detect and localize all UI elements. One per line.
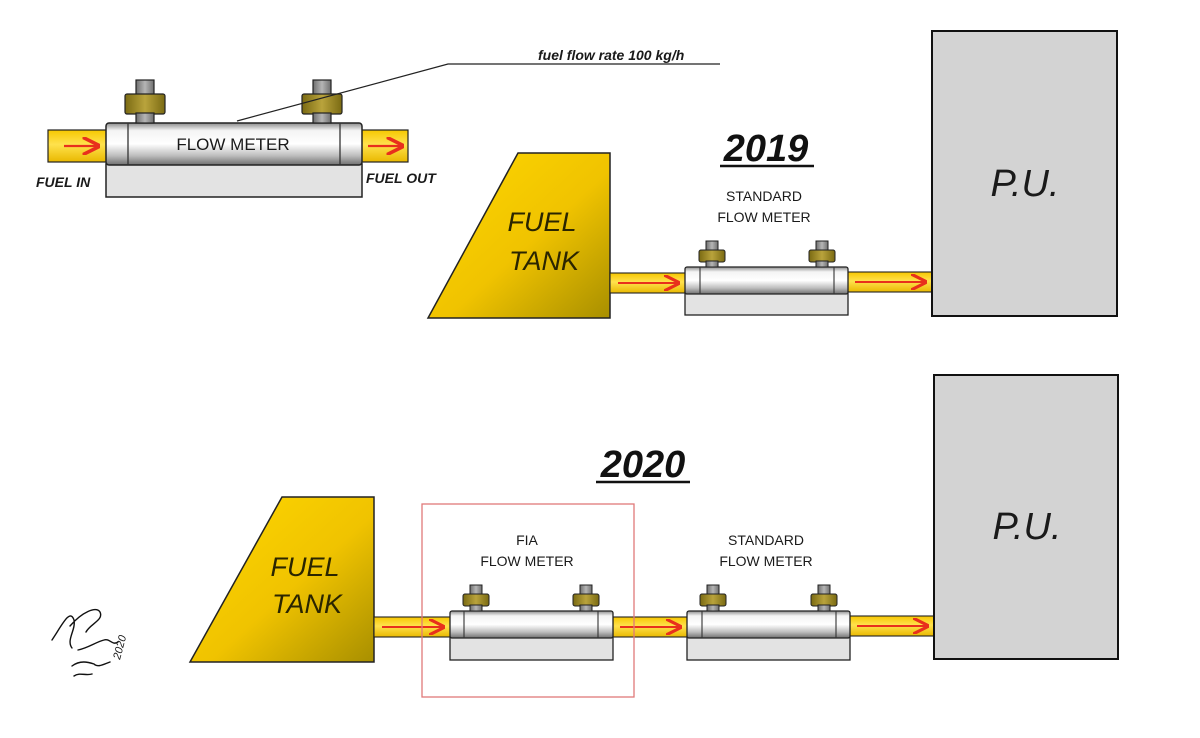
year-2020-label: 2020: [600, 444, 686, 486]
fia-flow-meter: [449, 584, 614, 661]
signature-year: 2020: [111, 633, 129, 662]
standard-flow-meter-2019: [684, 240, 849, 316]
fuel-tank-2019: [426, 152, 611, 319]
fuel-tank-2019-line1: FUEL: [507, 207, 576, 237]
section-2020: 2020 FUEL TANK FIA FLOW METER: [188, 374, 1119, 698]
bolt-fia-right: [572, 584, 600, 612]
legend-callout-leader: [236, 63, 720, 122]
section-2019: 2019 FUEL TANK STANDARD FLOW METER: [426, 30, 1118, 319]
fia-meter-line2: FLOW METER: [480, 553, 573, 569]
legend-bolt-left: [124, 79, 166, 124]
signature-scribble: [51, 608, 119, 677]
bolt-fia-left: [462, 584, 490, 612]
fia-highlight-box: [421, 503, 635, 698]
standard-meter-2019-line1: STANDARD: [726, 188, 802, 204]
legend-fuel-out-label: FUEL OUT: [366, 170, 437, 186]
fia-meter-line1: FIA: [516, 532, 538, 548]
fuel-tank-2019-line2: TANK: [509, 246, 580, 276]
power-unit-2020-label: P.U.: [992, 506, 1061, 548]
legend-callout-text: fuel flow rate 100 kg/h: [538, 47, 684, 63]
standard-meter-2019-line2: FLOW METER: [717, 209, 810, 225]
standard-meter-2020-line1: STANDARD: [728, 532, 804, 548]
legend-fuel-in-label: FUEL IN: [36, 174, 91, 190]
fuel-tank-2020: [188, 496, 375, 663]
standard-flow-meter-2020: [686, 584, 851, 661]
bolt-2020-right: [810, 584, 838, 612]
year-2019-label: 2019: [723, 128, 809, 170]
power-unit-2019-label: P.U.: [990, 163, 1059, 205]
artist-signature: 2020: [51, 608, 129, 677]
bolt-2020-left: [699, 584, 727, 612]
fuel-tank-2020-line2: TANK: [272, 589, 343, 619]
legend-meter-base: [105, 163, 363, 198]
legend-bolt-right: [301, 79, 343, 124]
legend-flow-meter: FLOW METER FUEL IN FUEL OUT fuel flow ra…: [36, 47, 720, 198]
power-unit-2020: [933, 374, 1119, 660]
legend-meter-label: FLOW METER: [176, 135, 289, 154]
standard-meter-2020-line2: FLOW METER: [719, 553, 812, 569]
bolt-2019-left: [698, 240, 726, 268]
legend-meter-body: [105, 122, 363, 166]
bolt-2019-right: [808, 240, 836, 268]
power-unit-2019: [931, 30, 1118, 317]
fuel-tank-2020-line1: FUEL: [270, 552, 339, 582]
